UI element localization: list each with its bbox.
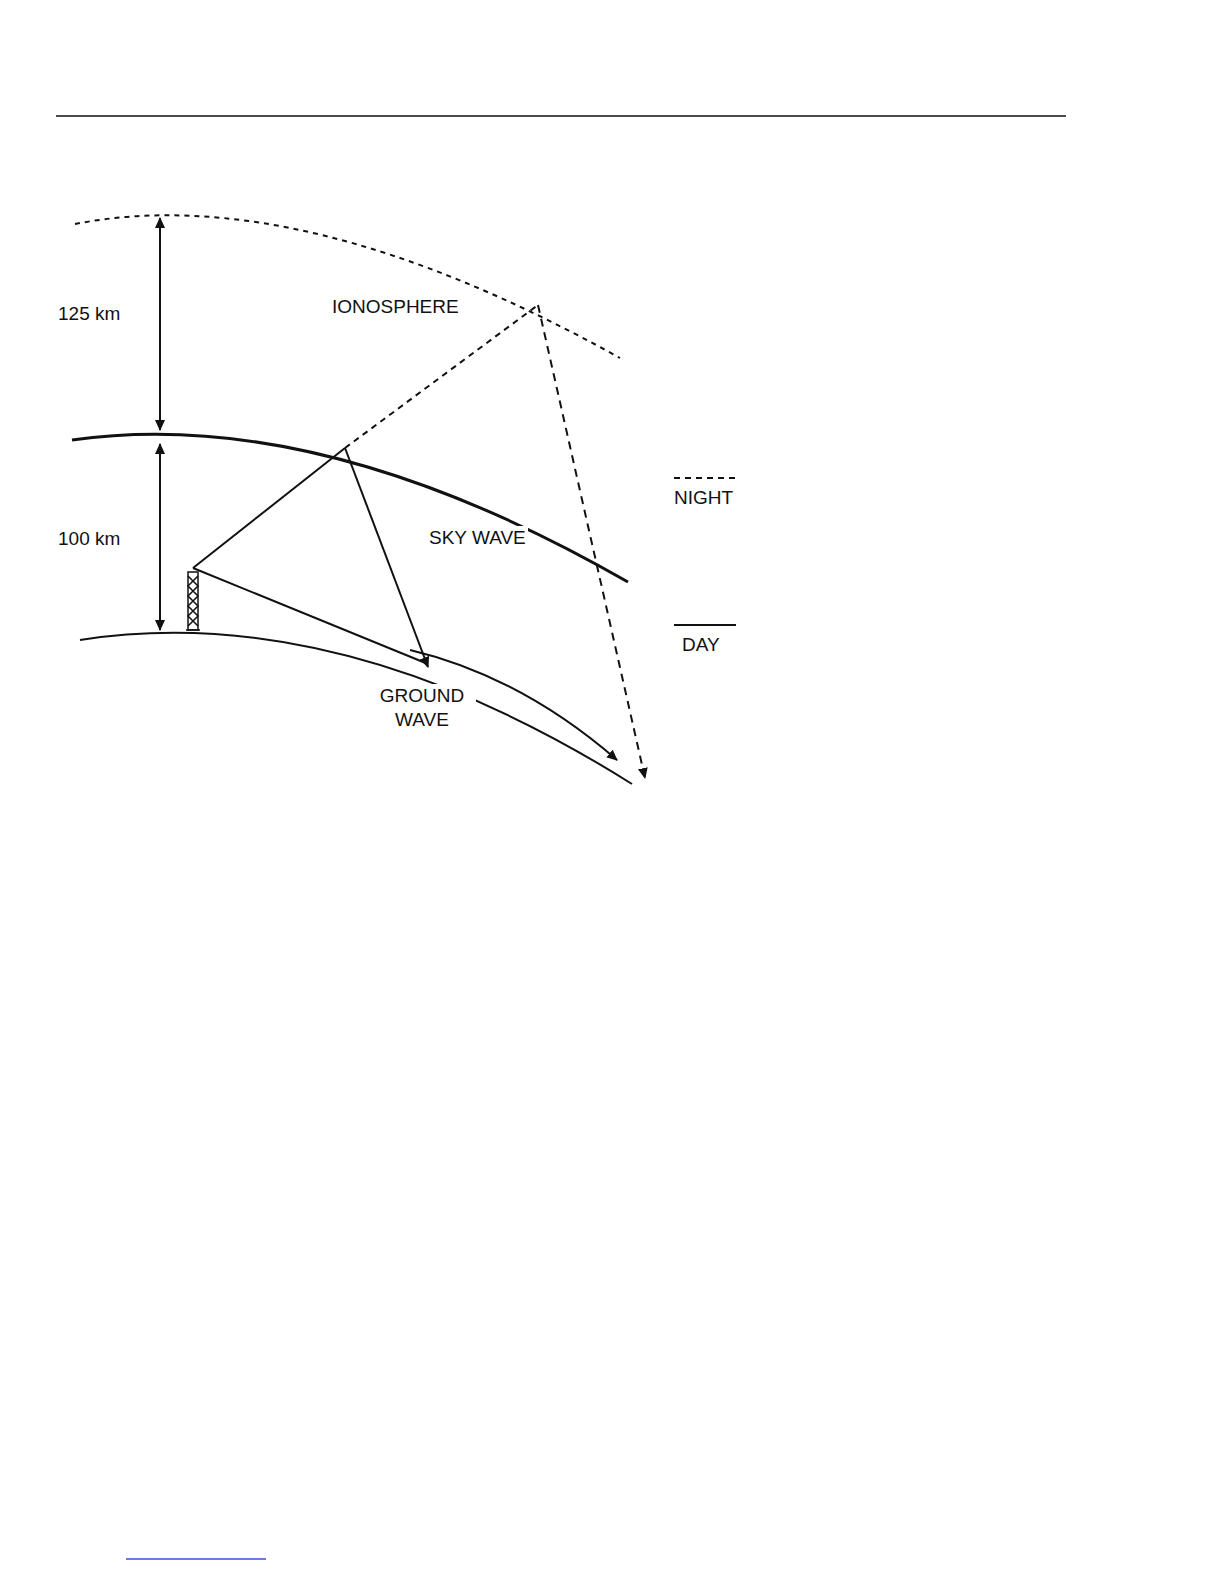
dimension-label: 100 km	[56, 527, 122, 551]
wave-label: GROUND WAVE	[368, 684, 476, 732]
night-sky-wave-ray	[345, 305, 538, 448]
antenna-tower	[186, 572, 200, 630]
legend-sample	[674, 624, 736, 626]
night-ionosphere-layer	[75, 215, 620, 358]
day-ionosphere-layer	[72, 434, 628, 582]
top-rule	[56, 115, 1066, 117]
legend-sample	[674, 477, 736, 479]
layer-label: IONOSPHERE	[330, 295, 461, 319]
direct-ray	[193, 568, 428, 664]
night-sky-wave-ray	[538, 305, 645, 778]
earth-surface	[80, 633, 632, 784]
sky-wave-ray	[193, 448, 345, 568]
footer-rule	[126, 1558, 266, 1560]
legend-text: DAY	[680, 633, 722, 657]
wave-label: SKY WAVE	[427, 526, 528, 550]
dimension-arrow	[159, 444, 161, 630]
dimension-arrow	[159, 218, 161, 430]
legend-text: NIGHT	[672, 486, 735, 510]
dimension-label: 125 km	[56, 302, 122, 326]
